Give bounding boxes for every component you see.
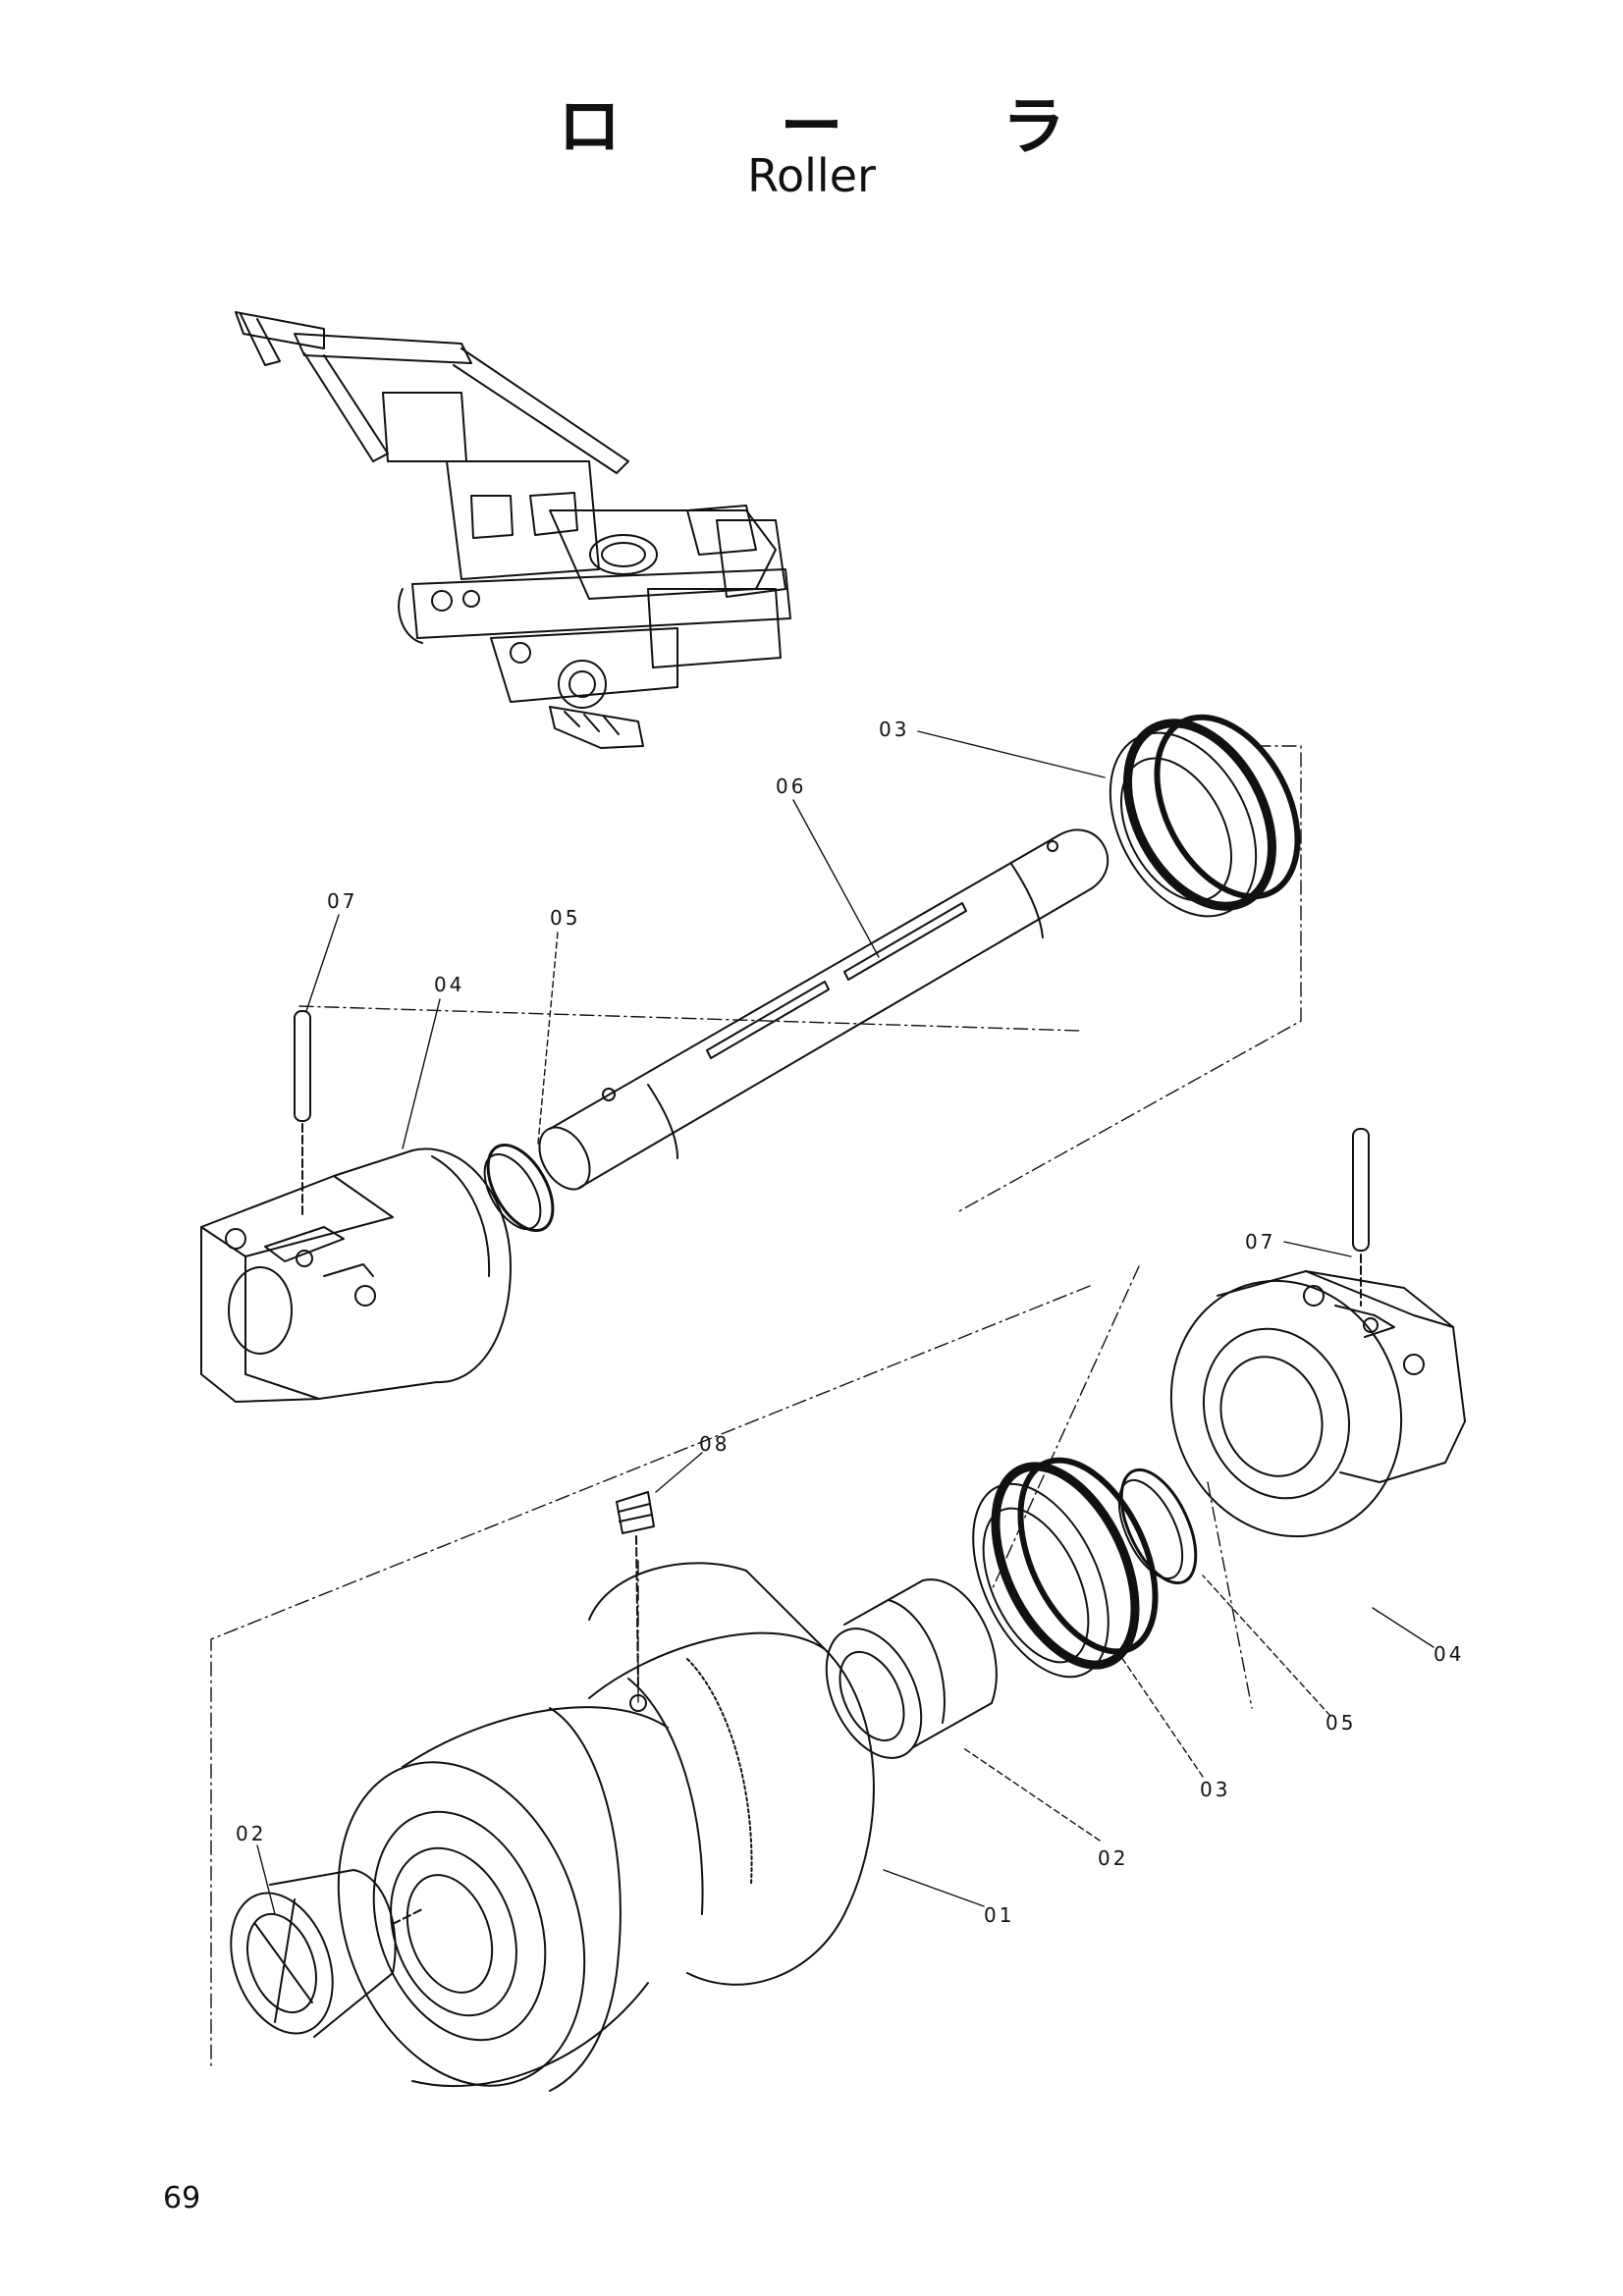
callout-labels: 03 06 07 05 04 07 08 04 05 03 02 01 02 (236, 718, 1464, 1927)
callout-04-right: 04 (1434, 1642, 1464, 1666)
callout-05-right: 05 (1325, 1711, 1356, 1735)
part-06-shaft (538, 828, 1109, 1191)
callout-07-right: 07 (1245, 1230, 1275, 1254)
callout-02-right: 02 (1098, 1846, 1128, 1870)
part-04-collar-top (200, 1148, 512, 1403)
page-number: 69 (163, 2181, 201, 2216)
callout-03-bottom: 03 (1200, 1778, 1230, 1801)
part-01-roller (337, 1562, 875, 2092)
part-05-ring-top (483, 1143, 555, 1233)
callout-06: 06 (776, 774, 806, 798)
part-03-seal-bottom (972, 1457, 1159, 1679)
part-07-pin-top (294, 1010, 311, 1218)
page-title-japanese: ロ ー ラ (558, 91, 1134, 164)
callout-05-top: 05 (550, 906, 580, 930)
excavator-thumbnail (235, 311, 791, 749)
callout-02-left: 02 (236, 1822, 266, 1845)
callout-01: 01 (984, 1903, 1014, 1927)
callout-07-top: 07 (327, 889, 357, 913)
assembly-guide-lines (210, 745, 1302, 2067)
part-02-bushing-right (825, 1578, 998, 1759)
callout-leaders (256, 730, 1434, 1915)
callout-08: 08 (699, 1432, 730, 1456)
part-08-plug (616, 1491, 655, 1689)
part-03-seal-top (1109, 714, 1301, 918)
part-02-bushing-left (230, 1869, 423, 2038)
part-05-ring-right (1117, 1468, 1198, 1585)
page-title-english: Roller (747, 149, 876, 202)
callout-03-top: 03 (879, 718, 909, 741)
part-04-collar-right (1169, 1270, 1466, 1538)
callout-04-top: 04 (434, 973, 464, 996)
